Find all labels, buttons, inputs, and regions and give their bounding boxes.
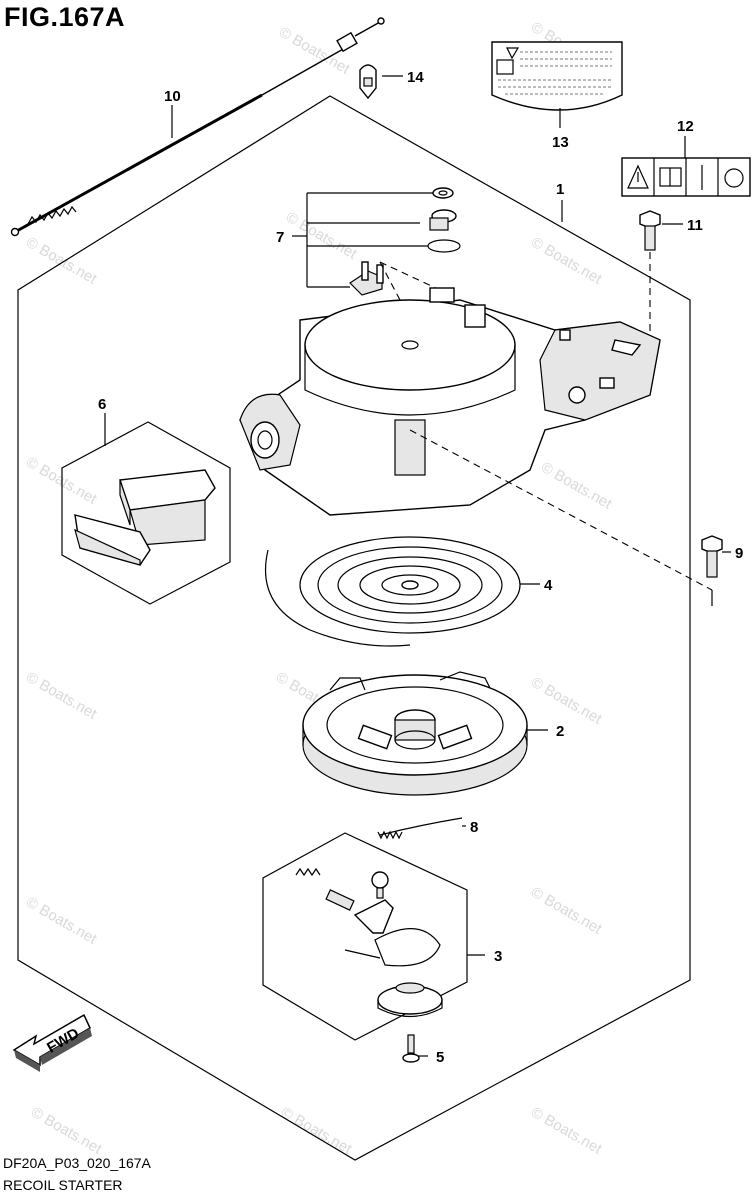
callout-3: 3 bbox=[494, 948, 502, 965]
callout-13: 13 bbox=[552, 134, 569, 151]
starter-rope bbox=[377, 817, 463, 840]
watermark: © Boats.net bbox=[528, 674, 605, 728]
watermark: © Boats.net bbox=[276, 24, 353, 78]
fastener-set bbox=[349, 187, 461, 296]
choke-cable bbox=[10, 17, 385, 237]
watermark: © Boats.net bbox=[23, 894, 100, 948]
starter-handle bbox=[74, 469, 216, 566]
watermark: © Boats.net bbox=[528, 1104, 605, 1158]
figure-title: FIG.167A bbox=[4, 2, 126, 32]
callout-5: 5 bbox=[436, 1049, 444, 1066]
cable-clip bbox=[359, 64, 377, 100]
callout-7: 7 bbox=[276, 229, 284, 246]
callout-12: 12 bbox=[677, 118, 694, 135]
bolt-11 bbox=[639, 210, 661, 251]
callout-14: 14 bbox=[407, 69, 424, 86]
callout-10: 10 bbox=[164, 88, 181, 105]
caution-label bbox=[491, 41, 623, 111]
callout-8: 8 bbox=[470, 819, 478, 836]
assembly-boundary bbox=[17, 95, 691, 1161]
callout-11: 11 bbox=[687, 217, 703, 234]
callout-9: 9 bbox=[735, 545, 743, 562]
watermarks: © Boats.net © Boats.net © Boats.net © Bo… bbox=[23, 19, 615, 1158]
recoil-spring bbox=[264, 536, 521, 647]
starter-reel bbox=[302, 671, 528, 796]
watermark: © Boats.net bbox=[278, 1104, 355, 1158]
watermark: © Boats.net bbox=[23, 669, 100, 723]
diagram-code: DF20A_P03_020_167A bbox=[3, 1155, 151, 1171]
dashed-leader bbox=[409, 429, 713, 591]
kit-box-3 bbox=[262, 832, 468, 1041]
watermark: © Boats.net bbox=[528, 234, 605, 288]
watermark: © Boats.net bbox=[538, 459, 615, 513]
callout-1: 1 bbox=[556, 181, 564, 198]
callout-6: 6 bbox=[98, 396, 106, 413]
watermark: © Boats.net bbox=[28, 1104, 105, 1158]
diagram-caption: RECOIL STARTER bbox=[3, 1177, 123, 1193]
dashed-leader bbox=[379, 261, 441, 291]
kit-box-6 bbox=[61, 421, 231, 605]
starter-housing bbox=[239, 287, 661, 516]
pictogram-label bbox=[621, 157, 751, 197]
callout-4: 4 bbox=[544, 577, 553, 594]
bolt-9 bbox=[701, 535, 723, 578]
fwd-arrow-icon: FWD bbox=[12, 1013, 92, 1072]
screw-5 bbox=[402, 1034, 420, 1063]
callout-2: 2 bbox=[556, 723, 564, 740]
ratchet-kit bbox=[295, 867, 443, 1017]
watermark: © Boats.net bbox=[528, 884, 605, 938]
